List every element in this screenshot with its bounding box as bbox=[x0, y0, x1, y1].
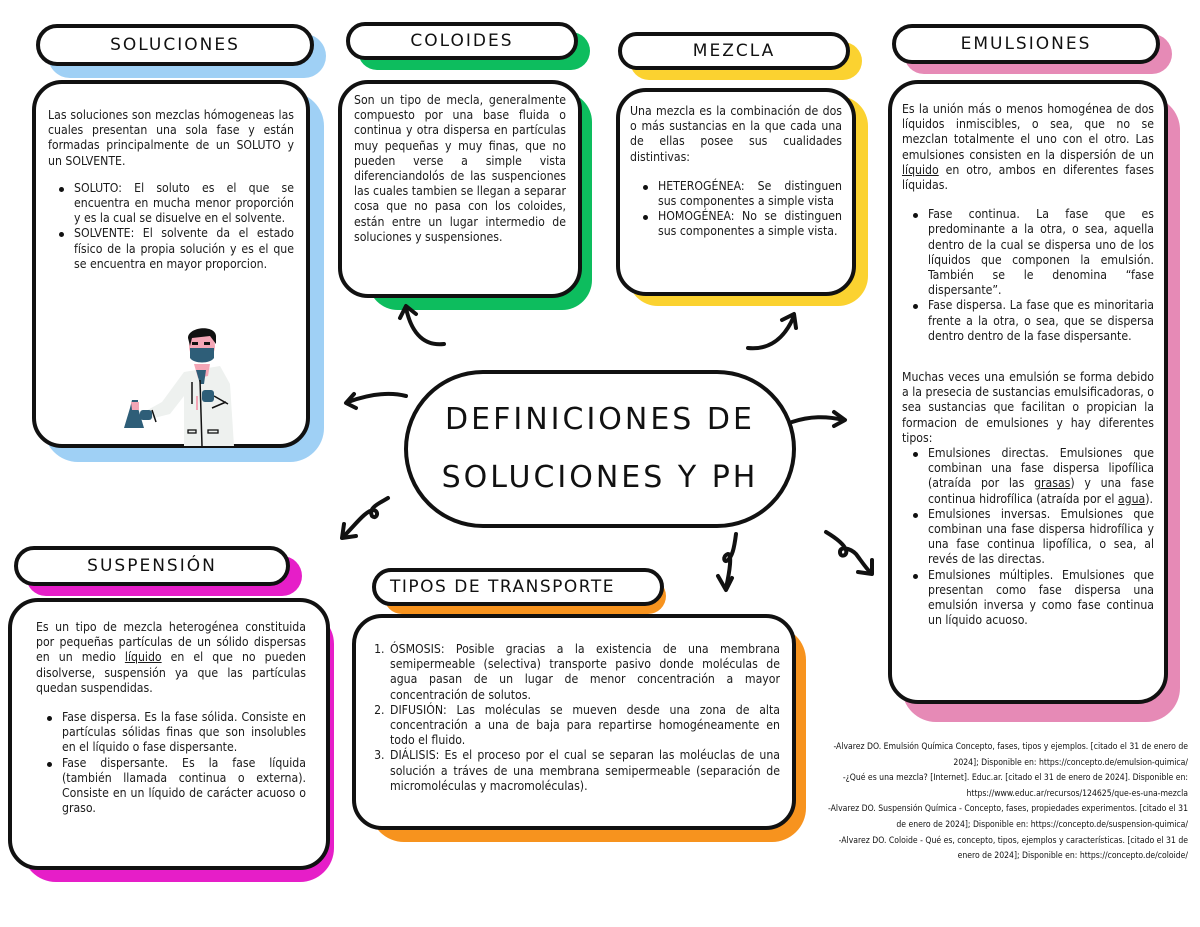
suspension-intro-part: Es un tipo de mezcla heterogénea constit… bbox=[36, 620, 306, 665]
arrow-to-coloides-icon bbox=[398, 304, 446, 347]
transporte-card: ÓSMOSIS: Posible gracias a la existencia… bbox=[352, 614, 796, 830]
directas-text: ). bbox=[1145, 491, 1154, 506]
emulsiones-phase-dispersa: Fase dispersa. La fase que es minoritari… bbox=[913, 298, 1154, 343]
emulsiones-title-text: EMULSIONES bbox=[960, 34, 1092, 54]
mezcla-item-homogenea: HOMOGÉNEA: No se distinguen sus componen… bbox=[643, 209, 842, 239]
central-topic-line1: DEFINICIONES DE bbox=[445, 402, 755, 437]
transporte-item-difusion: DIFUSIÓN: Las moléculas se mueven desde … bbox=[388, 703, 780, 749]
emulsiones-intro: Es la unión más o menos homogénea de dos… bbox=[902, 102, 1154, 193]
soluciones-title: SOLUCIONES bbox=[36, 24, 314, 66]
emulsiones-phase-continua: Fase continua. La fase que es predominan… bbox=[913, 207, 1154, 298]
suspension-title: SUSPENSIÓN bbox=[14, 546, 290, 586]
coloides-text: Son un tipo de mecla, generalmente compu… bbox=[354, 93, 566, 244]
coloides-card: Son un tipo de mecla, generalmente compu… bbox=[338, 80, 582, 298]
mezcla-title-text: MEZCLA bbox=[692, 41, 776, 61]
agua-link[interactable]: agua bbox=[1117, 491, 1146, 506]
soluciones-intro: Las soluciones son mezclas hómogeneas la… bbox=[48, 108, 294, 168]
reference-item: -Alvarez DO. Suspensión Química - Concep… bbox=[828, 804, 1188, 830]
grasas-link[interactable]: grasas bbox=[1034, 476, 1071, 491]
transporte-item-osmosis: ÓSMOSIS: Posible gracias a la existencia… bbox=[388, 642, 780, 703]
central-topic: DEFINICIONES DE SOLUCIONES Y PH bbox=[404, 370, 796, 528]
mezcla-item-heterogenea: HETEROGÉNEA: Se distinguen sus component… bbox=[643, 178, 842, 209]
suspension-liquido-link[interactable]: líquido bbox=[124, 650, 162, 665]
emulsiones-liquido-link[interactable]: líquido bbox=[902, 162, 939, 177]
emulsiones-intro-part: en otro, ambos en diferentes fases líqui… bbox=[902, 162, 1154, 193]
reference-item: -Alvarez DO. Emulsión Química Concepto, … bbox=[833, 742, 1188, 768]
directas-text: Emulsiones directas. Emulsiones que comb… bbox=[928, 446, 1154, 491]
emulsiones-type-directas: Emulsiones directas. Emulsiones que comb… bbox=[913, 446, 1154, 507]
mezcla-list: HETEROGÉNEA: Se distinguen sus component… bbox=[630, 179, 842, 240]
emulsiones-intro-part: Es la unión más o menos homogénea de dos… bbox=[902, 102, 1154, 162]
emulsiones-para2: Muchas veces una emulsión se forma debid… bbox=[902, 370, 1154, 445]
soluciones-card: Las soluciones son mezclas hómogeneas la… bbox=[32, 80, 310, 448]
emulsiones-phases-list: Fase continua. La fase que es predominan… bbox=[902, 207, 1154, 344]
suspension-card: Es un tipo de mezcla heterogénea constit… bbox=[8, 598, 330, 870]
arrow-to-transporte-icon bbox=[716, 532, 738, 592]
soluciones-title-text: SOLUCIONES bbox=[110, 35, 240, 55]
emulsiones-types-list: Emulsiones directas. Emulsiones que comb… bbox=[902, 446, 1154, 628]
reference-item: -Alvarez DO. Coloide - Qué es, concepto,… bbox=[838, 835, 1188, 862]
arrow-to-emulsiones-icon bbox=[790, 410, 847, 428]
suspension-title-text: SUSPENSIÓN bbox=[87, 556, 217, 576]
transporte-title: TIPOS DE TRANSPORTE bbox=[372, 568, 664, 606]
coloides-title: COLOIDES bbox=[346, 22, 578, 60]
suspension-intro-part: en el que no pueden disolverse, suspensi… bbox=[36, 650, 306, 695]
mezcla-card: Una mezcla es la combinación de dos o má… bbox=[616, 88, 856, 296]
soluciones-item-solvente: SOLVENTE: El solvente da el estado físic… bbox=[59, 226, 294, 271]
arrow-to-mezcla-icon bbox=[746, 312, 798, 351]
transporte-title-text: TIPOS DE TRANSPORTE bbox=[390, 577, 615, 597]
reference-item: -¿Qué es una mezcla? [Internet]. Educ.ar… bbox=[842, 773, 1188, 799]
transporte-item-dialisis: DIÁLISIS: Es el proceso por el cual se s… bbox=[388, 748, 780, 794]
directas-text: ) y una fase continua hidrofílica (atraí… bbox=[928, 476, 1154, 506]
transporte-list: ÓSMOSIS: Posible gracias a la existencia… bbox=[364, 642, 780, 794]
suspension-item-dispersante: Fase dispersante. Es la fase líquida (ta… bbox=[47, 755, 306, 816]
central-topic-line2: SOLUCIONES Y PH bbox=[441, 460, 759, 495]
soluciones-list: SOLUTO: El soluto es el que se encuentra… bbox=[48, 181, 294, 272]
arrow-to-soluciones-icon bbox=[344, 392, 408, 410]
suspension-intro: Es un tipo de mezcla heterogénea constit… bbox=[36, 620, 306, 696]
emulsiones-type-inversas: Emulsiones inversas. Emulsiones que comb… bbox=[913, 506, 1154, 567]
mezcla-intro: Una mezcla es la combinación de dos o má… bbox=[630, 104, 842, 164]
emulsiones-type-multiples: Emulsiones múltiples. Emulsiones que pre… bbox=[913, 567, 1154, 628]
references: -Alvarez DO. Emulsión Química Concepto, … bbox=[820, 740, 1188, 865]
suspension-item-dispersa: Fase dispersa. Es la fase sólida. Consis… bbox=[47, 710, 306, 755]
emulsiones-card: Es la unión más o menos homogénea de dos… bbox=[888, 80, 1168, 704]
coloides-title-text: COLOIDES bbox=[410, 31, 514, 51]
soluciones-item-soluto: SOLUTO: El soluto es el que se encuentra… bbox=[59, 180, 294, 226]
suspension-list: Fase dispersa. Es la fase sólida. Consis… bbox=[36, 710, 306, 816]
arrow-to-suspension-icon bbox=[340, 496, 390, 540]
arrow-to-emulsiones-lower-icon bbox=[824, 530, 874, 576]
emulsiones-title: EMULSIONES bbox=[892, 24, 1160, 64]
mezcla-title: MEZCLA bbox=[618, 32, 850, 70]
scientist-illustration bbox=[124, 328, 234, 446]
